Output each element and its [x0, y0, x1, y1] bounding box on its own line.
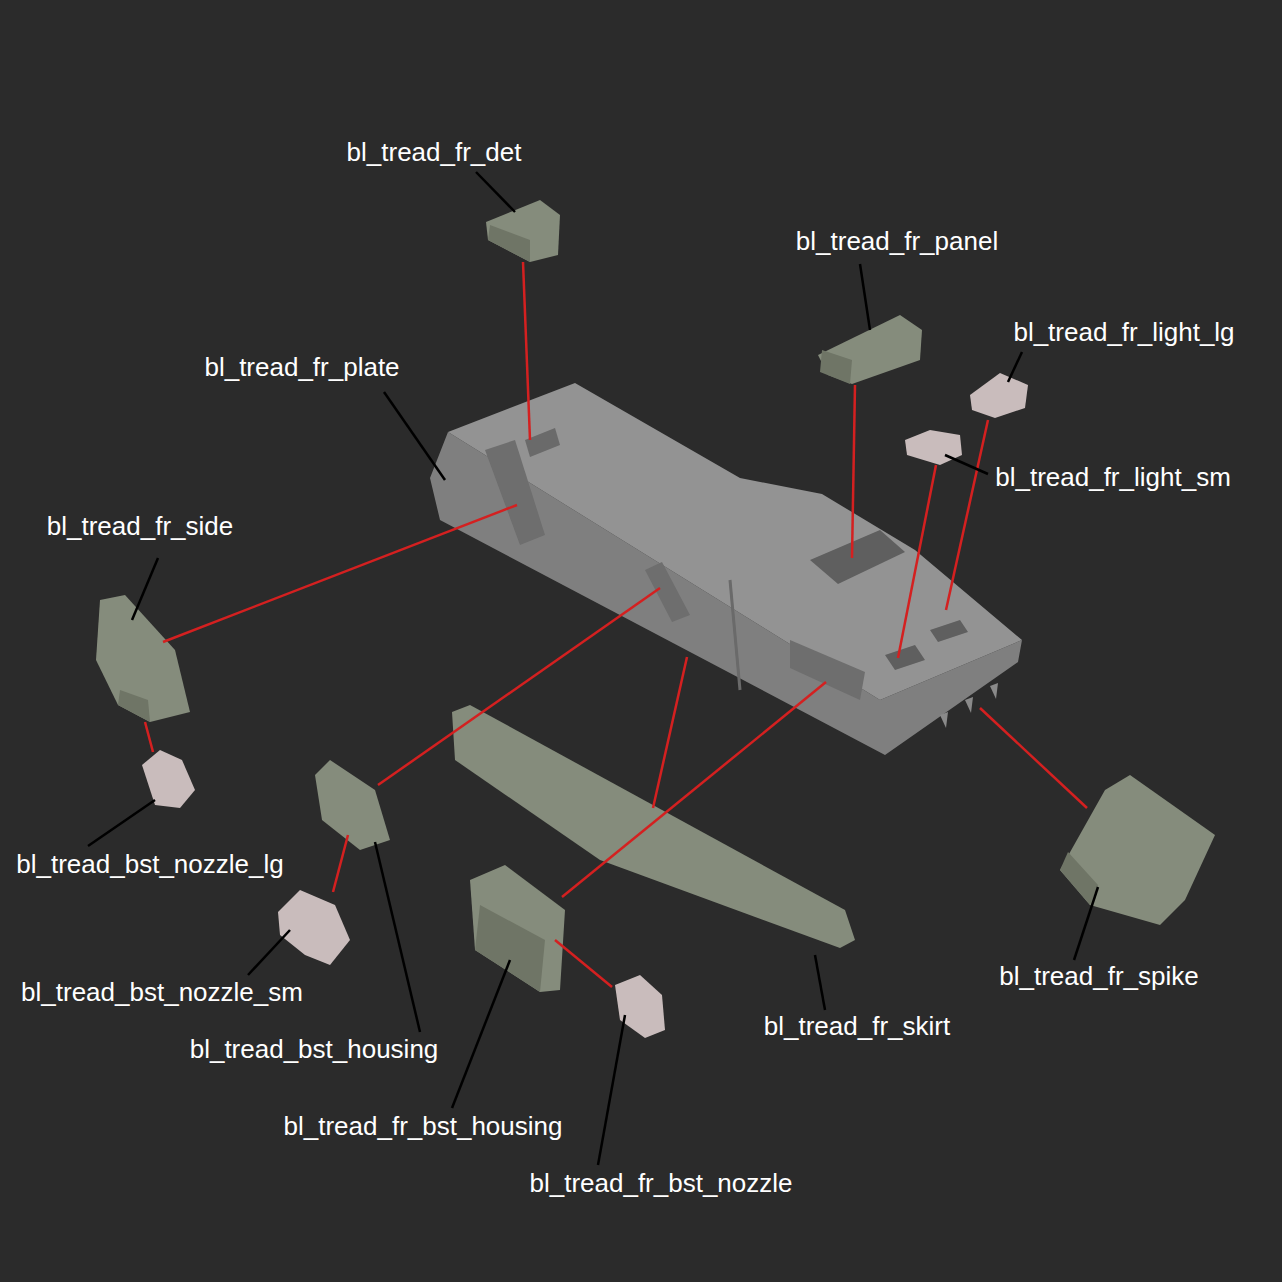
part-name: bl_tread_bst_nozzle_lg — [16, 849, 283, 879]
part-name: bl_tread_fr_spike — [999, 961, 1198, 991]
pink-parts — [142, 373, 1028, 1038]
leader-lines — [88, 172, 1098, 1165]
part-name: bl_tread_fr_plate — [204, 352, 399, 382]
part-name: bl_tread_bst_housing — [190, 1034, 439, 1064]
part-name: bl_tread_fr_light_sm — [995, 462, 1231, 492]
part-name: bl_tread_bst_nozzle_sm — [21, 977, 303, 1007]
part-name: bl_tread_fr_det — [347, 137, 522, 167]
part-name: bl_tread_fr_bst_nozzle — [529, 1168, 792, 1198]
assembly-lines — [145, 262, 1087, 987]
plate-part — [430, 383, 1022, 755]
part-name: bl_tread_fr_side — [47, 511, 233, 541]
part-name: bl_tread_fr_bst_housing — [284, 1111, 563, 1141]
part-name: bl_tread_fr_skirt — [764, 1011, 950, 1041]
part-name: bl_tread_fr_light_lg — [1013, 317, 1234, 347]
part-name: bl_tread_fr_panel — [796, 226, 998, 256]
